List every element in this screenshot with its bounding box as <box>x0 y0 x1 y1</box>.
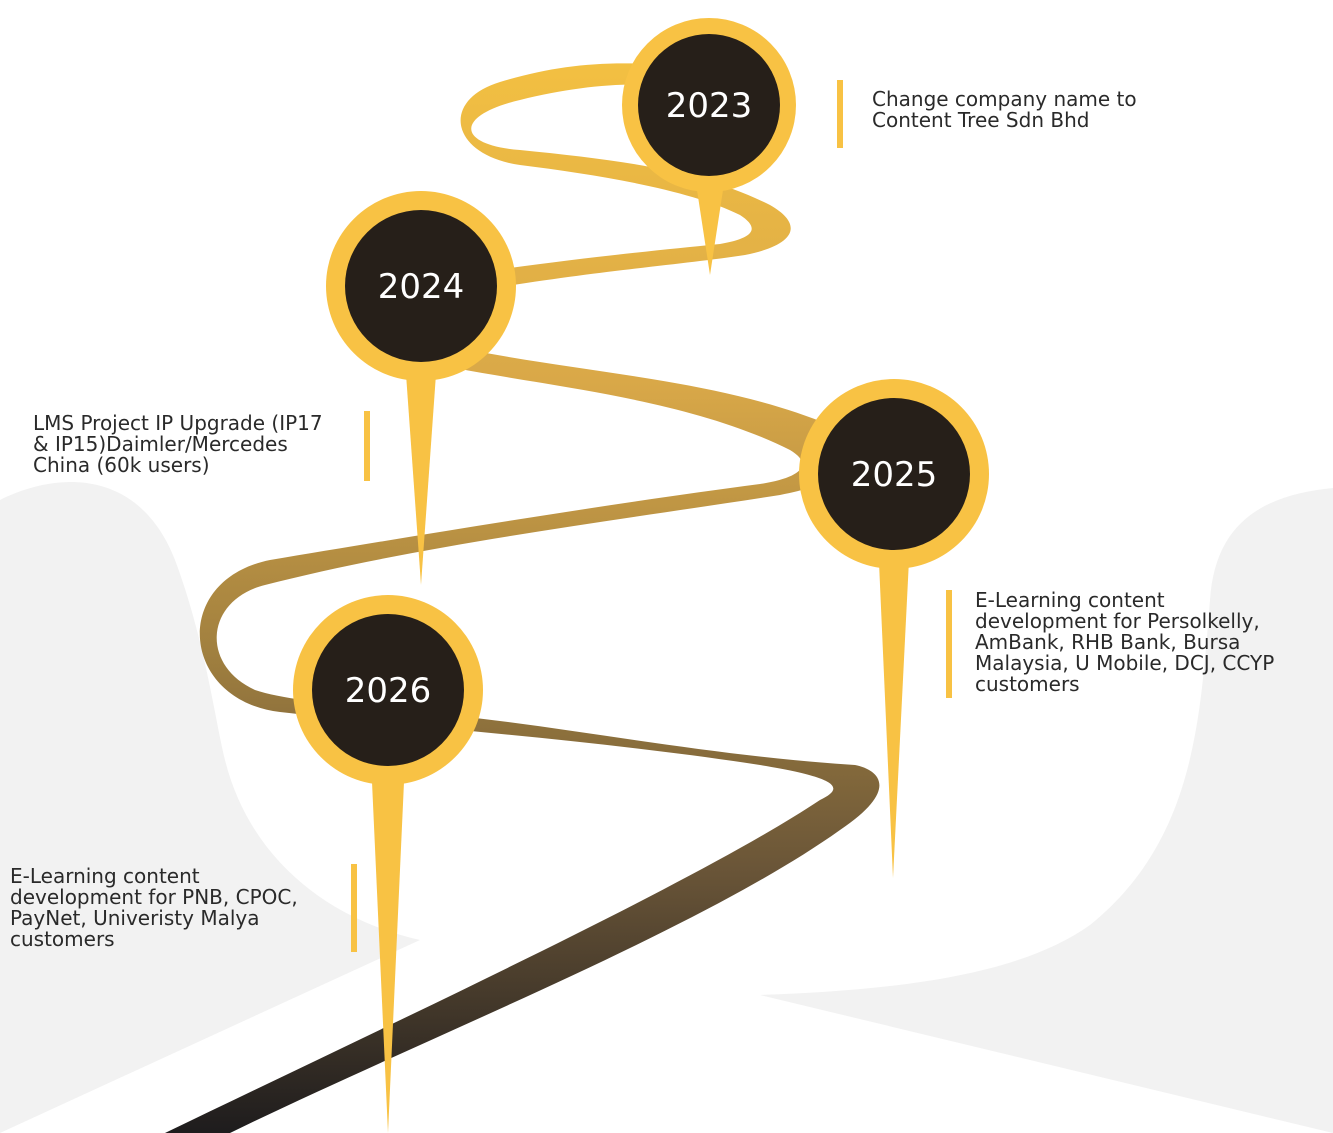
milestone-pin-2023: 2023 <box>622 18 796 275</box>
milestone-description-2025: E-Learning content development for Perso… <box>975 588 1275 696</box>
milestone-description-2024: LMS Project IP Upgrade (IP17 & IP15)Daim… <box>33 411 323 477</box>
accent-bar-2025 <box>946 590 952 698</box>
milestone-description-2026: E-Learning content development for PNB, … <box>10 864 298 951</box>
milestone-pin-2026: 2026 <box>293 595 483 1133</box>
accent-bar-2024 <box>364 411 370 481</box>
year-label-2023: 2023 <box>666 86 753 126</box>
accent-bar-2026 <box>351 864 357 952</box>
milestone-pin-2025: 2025 <box>799 379 989 878</box>
background-shape-right <box>760 488 1333 1133</box>
year-label-2025: 2025 <box>851 455 938 495</box>
winding-road <box>165 63 880 1133</box>
milestone-pin-2024: 2024 <box>326 191 516 585</box>
accent-bar-2023 <box>837 80 843 148</box>
milestone-description-2023: Change company name to Content Tree Sdn … <box>872 87 1137 132</box>
background-shape-left <box>0 482 420 1133</box>
year-label-2026: 2026 <box>345 671 432 711</box>
year-label-2024: 2024 <box>378 267 465 307</box>
